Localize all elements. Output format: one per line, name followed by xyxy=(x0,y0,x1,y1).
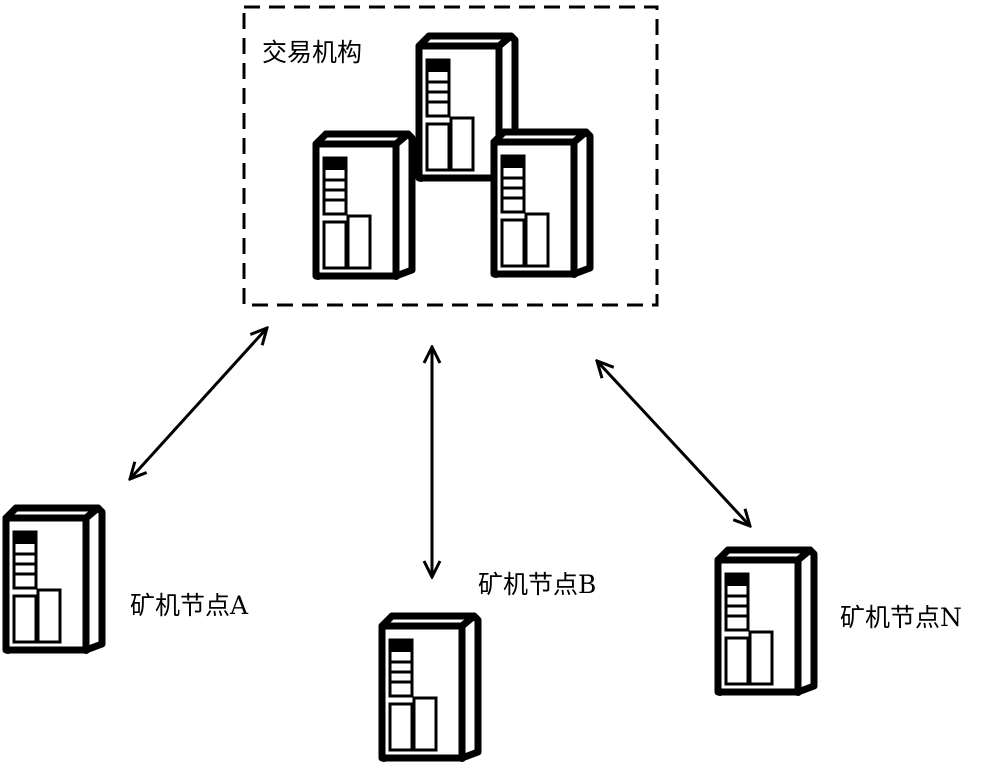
server-icon xyxy=(314,134,412,280)
exchange-server-1 xyxy=(314,134,412,280)
miner-node-a-server xyxy=(4,508,102,654)
miner-node-a-label: 矿机节点A xyxy=(130,591,249,620)
exchange-label: 交易机构 xyxy=(262,38,363,67)
server-icon xyxy=(716,550,814,696)
miner-node-b-server xyxy=(380,616,478,762)
miner-node-n-server xyxy=(716,550,814,696)
exchange-server-3 xyxy=(492,132,590,278)
server-icon xyxy=(380,616,478,762)
arrow-exchange-node-a xyxy=(130,328,267,479)
server-icon xyxy=(492,132,590,278)
exchange-boundary xyxy=(242,5,659,307)
arrow-exchange-node-n xyxy=(597,361,750,526)
miner-node-n-label: 矿机节点N xyxy=(840,603,962,632)
miner-node-b-label: 矿机节点B xyxy=(478,570,597,599)
server-icon xyxy=(4,508,102,654)
